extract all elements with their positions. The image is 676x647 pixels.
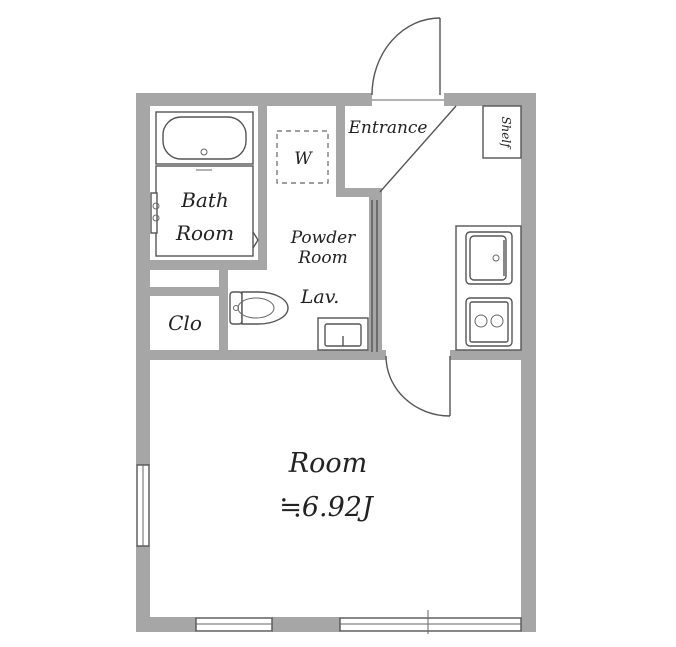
entrance-bottom-wall bbox=[336, 188, 382, 197]
outer-wall-top-left bbox=[136, 93, 372, 106]
kitchen-sink bbox=[465, 231, 513, 285]
lavatory-label: Lav. bbox=[300, 286, 339, 308]
room-area-label: ≒6.92J bbox=[279, 492, 375, 523]
window-bottom-right bbox=[339, 610, 522, 634]
entrance-label: Entrance bbox=[348, 118, 428, 138]
room-door bbox=[385, 355, 451, 417]
outer-wall-bottom-mid bbox=[272, 617, 340, 632]
bath-label-line1: Bath bbox=[180, 188, 229, 212]
powder-room-door bbox=[371, 200, 378, 352]
bath-right-wall bbox=[258, 106, 267, 270]
room-top-wall-left bbox=[150, 350, 386, 360]
stove bbox=[465, 297, 513, 347]
room-top-wall-right bbox=[450, 350, 521, 360]
powder-label-line2: Room bbox=[297, 248, 347, 268]
bath-bottom-wall bbox=[150, 260, 267, 270]
outer-wall-left-upper bbox=[136, 93, 150, 465]
lavatory-sink bbox=[317, 317, 369, 351]
bath-label-line2: Room bbox=[175, 221, 234, 245]
washer-label: W bbox=[294, 149, 313, 169]
outer-wall-top-right bbox=[444, 93, 536, 106]
closet-right-wall bbox=[219, 270, 228, 360]
window-left bbox=[136, 464, 150, 547]
walls bbox=[136, 93, 536, 632]
washer-space bbox=[276, 130, 329, 184]
closet-top-wall bbox=[150, 287, 220, 296]
front-door bbox=[371, 17, 444, 106]
labels: Entrance Shelf W Bath Room Powder Room L… bbox=[168, 116, 513, 523]
outer-wall-right bbox=[521, 93, 536, 632]
entrance-step bbox=[379, 105, 457, 193]
outer-wall-bottom-left bbox=[136, 617, 196, 632]
window-bottom-left bbox=[195, 617, 273, 632]
bathtub bbox=[155, 111, 254, 165]
windows bbox=[136, 464, 522, 634]
powder-right-wall bbox=[369, 194, 382, 357]
room-label: Room bbox=[288, 448, 367, 479]
shoe-shelf bbox=[482, 105, 522, 159]
closet-label: Clo bbox=[168, 311, 202, 335]
shelf-label: Shelf bbox=[499, 116, 513, 150]
powder-label-line1: Powder bbox=[290, 228, 356, 248]
bath-floor bbox=[150, 165, 259, 257]
toilet bbox=[229, 291, 289, 325]
entrance-left-wall bbox=[336, 106, 345, 194]
outer-wall-left-lower bbox=[136, 546, 150, 632]
